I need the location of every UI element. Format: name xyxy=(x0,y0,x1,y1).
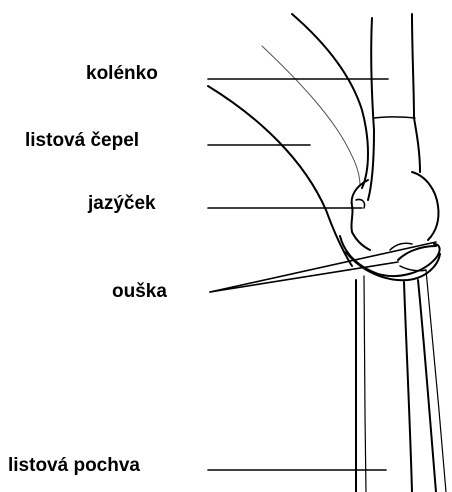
leaf-blade xyxy=(208,14,368,266)
label-listova-cepel: listová čepel xyxy=(25,131,139,150)
auricles xyxy=(340,236,440,280)
label-kolenko: kolénko xyxy=(86,64,158,83)
label-listova-pochva: listová pochva xyxy=(8,456,140,475)
label-ouska: ouška xyxy=(112,282,167,301)
leaf-sheath xyxy=(356,270,446,492)
leader-ouska-1 xyxy=(210,262,398,292)
label-jazycek: jazýček xyxy=(88,194,156,213)
